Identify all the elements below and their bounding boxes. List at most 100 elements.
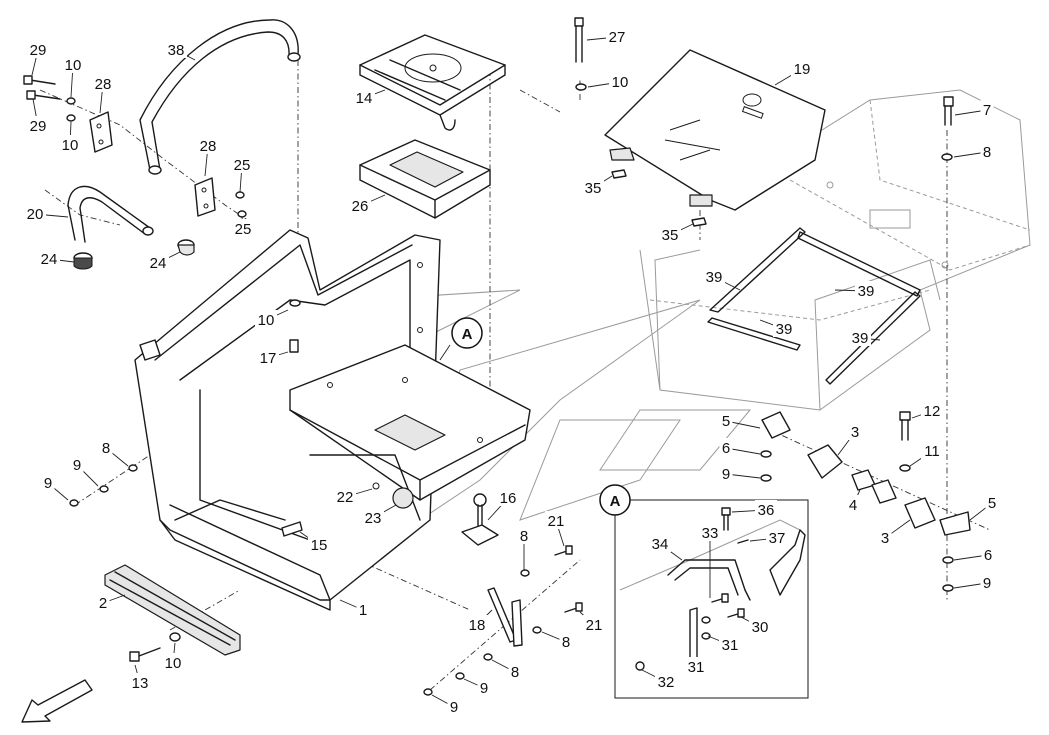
part-label-bg <box>353 88 375 106</box>
part-label-18: 18 <box>469 617 486 634</box>
part-label-bg <box>559 632 573 650</box>
part-label-bg <box>334 487 356 505</box>
part-label-17: 17 <box>260 350 277 367</box>
part-label-25: 25 <box>235 221 252 238</box>
part-label-19: 19 <box>794 61 811 78</box>
part-20-handle <box>67 185 154 243</box>
part-label-28: 28 <box>200 138 217 155</box>
part-label-25: 25 <box>234 157 251 174</box>
part-27-bolt <box>574 17 587 91</box>
part-label-3: 3 <box>881 530 889 547</box>
part-label-bg <box>582 178 604 196</box>
part-label-8: 8 <box>511 664 519 681</box>
part-label-bg <box>27 116 49 134</box>
part-label-6: 6 <box>722 440 730 457</box>
part-label-8: 8 <box>562 634 570 651</box>
part-label-10: 10 <box>258 312 275 329</box>
part-label-bg <box>545 511 567 529</box>
part-label-bg <box>38 249 60 267</box>
part-label-bg <box>24 204 46 222</box>
part-label-8: 8 <box>520 528 528 545</box>
part-label-bg <box>699 523 721 541</box>
part-label-bg <box>791 59 813 77</box>
part-label-bg <box>980 573 994 591</box>
part-label-14: 14 <box>356 90 373 107</box>
part-label-8: 8 <box>102 440 110 457</box>
part-label-11: 11 <box>924 443 940 460</box>
part-label-39: 39 <box>776 321 793 338</box>
callout-a-main: A <box>439 317 483 361</box>
part-label-bg <box>583 615 605 633</box>
part-label-bg <box>606 27 628 45</box>
part-label-bg <box>147 253 169 271</box>
part-label-9: 9 <box>450 699 458 716</box>
part-label-36: 36 <box>758 502 775 519</box>
part-label-bg <box>981 545 995 563</box>
part-label-bg <box>356 600 370 618</box>
part-label-21: 21 <box>586 617 603 634</box>
part-35-clips <box>611 169 707 227</box>
part-label-29: 29 <box>30 42 47 59</box>
detail-box-a <box>614 499 809 699</box>
part-label-39: 39 <box>706 269 723 286</box>
part-label-bg <box>447 697 461 715</box>
part-label-bg <box>349 196 371 214</box>
part-1-frame <box>134 229 531 611</box>
part-label-bg <box>848 422 862 440</box>
part-label-30: 30 <box>752 619 769 636</box>
part-19-cover <box>604 49 826 211</box>
part-label-bg <box>649 534 671 552</box>
part-label-bg <box>27 40 49 58</box>
part-label-35: 35 <box>585 180 602 197</box>
part-label-39: 39 <box>852 330 869 347</box>
part-label-bg <box>980 100 994 118</box>
part-label-10: 10 <box>62 137 79 154</box>
part-24-feet <box>73 239 195 270</box>
part-label-bg <box>62 55 84 73</box>
part-label-bg <box>232 219 254 237</box>
part-label-bg <box>849 328 871 346</box>
part-label-bg <box>703 267 725 285</box>
part-label-bg <box>719 411 733 429</box>
part-38-handle <box>139 19 301 175</box>
part-label-26: 26 <box>352 198 369 215</box>
part-label-bg <box>855 281 877 299</box>
part-label-32: 32 <box>658 674 675 691</box>
part-label-35: 35 <box>662 227 679 244</box>
left-washers <box>69 299 301 507</box>
part-label-bg <box>685 657 707 675</box>
part-label-7: 7 <box>983 102 991 119</box>
part-label-28: 28 <box>95 76 112 93</box>
part-label-16: 16 <box>500 490 517 507</box>
part-label-37: 37 <box>769 530 786 547</box>
part-label-10: 10 <box>65 57 82 74</box>
part-label-bg <box>70 455 84 473</box>
part-label-4: 4 <box>849 497 857 514</box>
part-label-bg <box>921 401 943 419</box>
part-label-33: 33 <box>702 525 719 542</box>
part-label-15: 15 <box>311 537 328 554</box>
part-label-bg <box>96 593 110 611</box>
part-label-38: 38 <box>168 42 185 59</box>
part-label-9: 9 <box>480 680 488 697</box>
part-label-5: 5 <box>722 413 730 430</box>
part-label-bg <box>162 653 184 671</box>
part-39-strips <box>707 227 921 385</box>
part-label-bg <box>719 438 733 456</box>
part-label-bg <box>719 635 741 653</box>
part-label-bg <box>129 673 151 691</box>
part-label-bg <box>257 348 279 366</box>
part-label-bg <box>846 495 860 513</box>
part-label-31: 31 <box>722 637 739 654</box>
part-label-12: 12 <box>924 403 941 420</box>
part-label-5: 5 <box>988 495 996 512</box>
part-14-seat-plate <box>359 34 506 131</box>
part-label-31: 31 <box>688 659 705 676</box>
part-label-bg <box>466 615 488 633</box>
part-18-bracket <box>423 545 583 696</box>
part-2-bumper <box>104 564 241 656</box>
part-label-23: 23 <box>365 510 382 527</box>
part-label-3: 3 <box>851 424 859 441</box>
part-label-bg <box>766 528 788 546</box>
